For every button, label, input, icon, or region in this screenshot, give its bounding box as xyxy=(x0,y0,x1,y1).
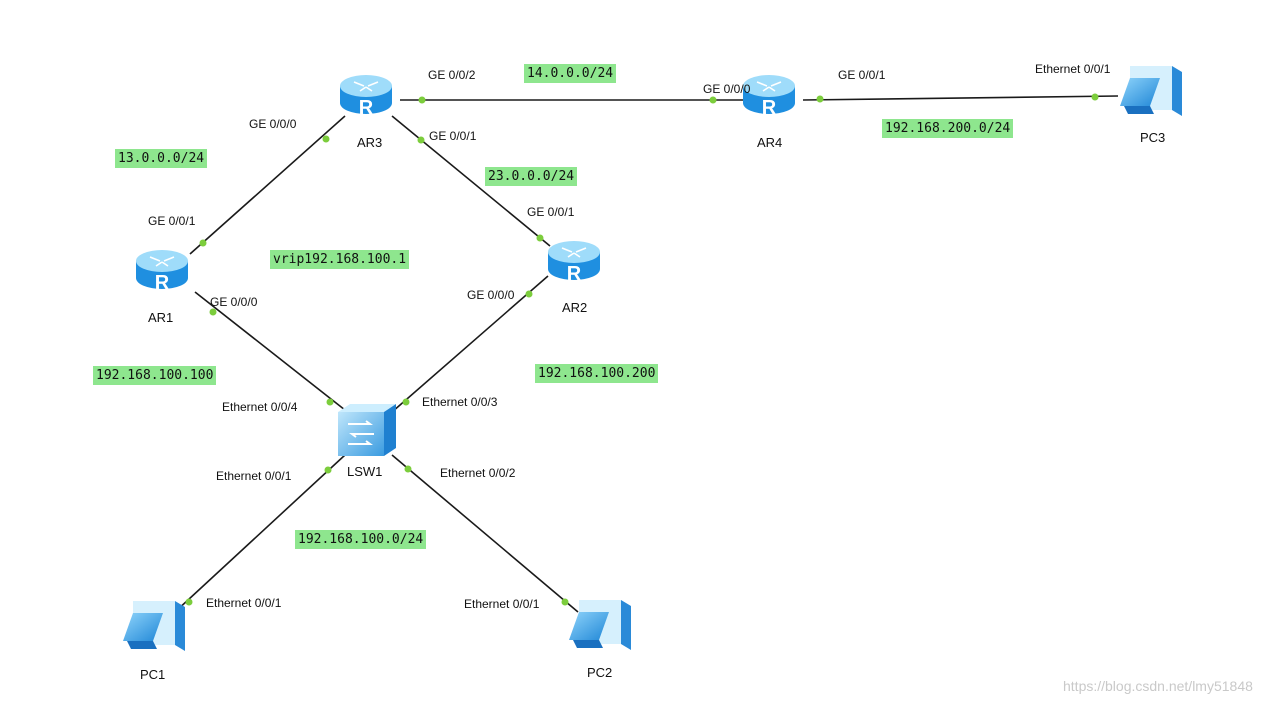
port-label-lsw1-eth002: Ethernet 0/0/2 xyxy=(440,466,516,480)
port-dot-pc2 xyxy=(561,598,569,606)
port-label-ar4-ge001: GE 0/0/1 xyxy=(838,68,886,82)
port-label-ar1-ge001: GE 0/0/1 xyxy=(148,214,196,228)
device-name-pc1: PC1 xyxy=(140,667,166,682)
port-dot-ar3-ge002 xyxy=(418,96,426,104)
port-dot-pc3 xyxy=(1091,93,1099,101)
port-label-ar2-ge000: GE 0/0/0 xyxy=(467,288,515,302)
svg-text:R: R xyxy=(762,97,777,119)
device-name-lsw1: LSW1 xyxy=(347,464,383,479)
link-ar4-pc3 xyxy=(802,95,1119,101)
port-dots xyxy=(185,93,1099,606)
port-dot-ar1-ge000 xyxy=(209,308,217,316)
device-name-pc3: PC3 xyxy=(1140,130,1166,145)
port-label-pc1-eth: Ethernet 0/0/1 xyxy=(206,596,282,610)
device-name-ar3: AR3 xyxy=(357,135,383,150)
port-dot-lsw1-eth001 xyxy=(324,466,332,474)
port-label-ar3-ge000: GE 0/0/0 xyxy=(249,117,297,131)
port-label-ar1-ge000: GE 0/0/0 xyxy=(210,295,258,309)
network-label-ar1-ip: 192.168.100.100 xyxy=(93,366,217,385)
network-label-ar2-ar3: 23.0.0.0/24 xyxy=(485,167,578,186)
network-label-ar1-ar3: 13.0.0.0/24 xyxy=(115,149,208,168)
link-lsw1-pc2 xyxy=(391,454,579,613)
device-name-pc2: PC2 xyxy=(587,665,613,680)
device-name-ar1: AR1 xyxy=(148,310,174,325)
router-icon[interactable]: R xyxy=(340,75,392,119)
port-label-lsw1-eth001: Ethernet 0/0/1 xyxy=(216,469,292,483)
port-label-ar3-ge001: GE 0/0/1 xyxy=(429,129,477,143)
port-label-lsw1-eth003: Ethernet 0/0/3 xyxy=(422,395,498,409)
router-icon[interactable]: R xyxy=(743,75,795,119)
network-label-lan: 192.168.100.0/24 xyxy=(295,530,427,549)
svg-text:R: R xyxy=(155,272,170,294)
port-dot-lsw1-eth002 xyxy=(404,465,412,473)
port-dot-ar3-ge000 xyxy=(322,135,330,143)
svg-text:R: R xyxy=(567,263,582,285)
links xyxy=(174,95,1119,613)
port-dot-ar4-ge000 xyxy=(709,96,717,104)
port-label-pc2-eth: Ethernet 0/0/1 xyxy=(464,597,540,611)
pc-icon[interactable] xyxy=(569,600,631,650)
switch-icon[interactable] xyxy=(338,404,396,456)
port-dot-ar2-ge001 xyxy=(536,234,544,242)
link-ar3-ar1 xyxy=(189,115,346,255)
watermark: https://blog.csdn.net/lmy51848 xyxy=(1063,678,1253,694)
port-dot-ar2-ge000 xyxy=(525,290,533,298)
device-name-ar2: AR2 xyxy=(562,300,588,315)
device-name-ar4: AR4 xyxy=(757,135,783,150)
network-label-vrip: vrip192.168.100.1 xyxy=(270,250,410,269)
port-label-lsw1-eth004: Ethernet 0/0/4 xyxy=(222,400,298,414)
link-lsw1-pc1 xyxy=(174,454,346,613)
port-dot-pc1 xyxy=(185,598,193,606)
router-icon[interactable]: R xyxy=(136,250,188,294)
network-label-ar2-ip: 192.168.100.200 xyxy=(535,364,659,383)
port-dot-ar3-ge001 xyxy=(417,136,425,144)
port-label-ar4-ge000: GE 0/0/0 xyxy=(703,82,751,96)
router-icon[interactable]: R xyxy=(548,241,600,285)
port-dot-lsw1-eth003 xyxy=(402,398,410,406)
link-ar3-ar2 xyxy=(391,115,551,247)
link-ar2-lsw1 xyxy=(391,275,549,413)
pc-icon[interactable] xyxy=(123,601,185,651)
port-dot-ar1-ge001 xyxy=(199,239,207,247)
svg-text:R: R xyxy=(359,97,374,119)
port-label-ar2-ge001: GE 0/0/1 xyxy=(527,205,575,219)
pc-icon[interactable] xyxy=(1120,66,1182,116)
network-label-ar4-pc3: 192.168.200.0/24 xyxy=(882,119,1014,138)
network-label-ar3-ar4: 14.0.0.0/24 xyxy=(524,64,617,83)
link-ar1-lsw1 xyxy=(194,291,346,411)
port-label-ar3-ge002: GE 0/0/2 xyxy=(428,68,476,82)
port-label-pc3-eth: Ethernet 0/0/1 xyxy=(1035,62,1111,76)
port-dot-ar4-ge001 xyxy=(816,95,824,103)
port-dot-lsw1-eth004 xyxy=(326,398,334,406)
